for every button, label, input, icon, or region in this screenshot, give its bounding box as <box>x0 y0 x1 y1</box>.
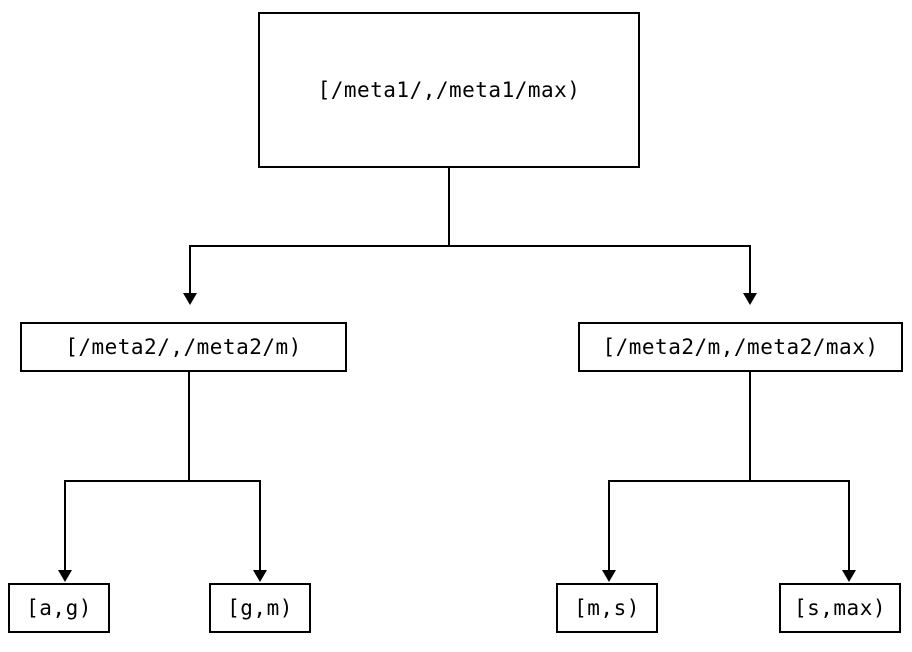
arrowhead-mid-left-to-leaf-1 <box>58 570 72 582</box>
edge-mid-right-to-leaf-3 <box>608 480 610 570</box>
edge-root-to-mid-right <box>749 245 751 293</box>
edge-root-stem <box>448 168 450 246</box>
edge-mid-right-crossbar <box>608 480 850 482</box>
node-mid-left-label: [/meta2/,/meta2/m) <box>65 335 302 359</box>
edge-root-crossbar <box>190 245 750 247</box>
node-leaf-s-max[interactable]: [s,max) <box>779 583 901 633</box>
node-leaf-1-label: [a,g) <box>26 596 92 620</box>
arrowhead-mid-right-to-leaf-3 <box>602 570 616 582</box>
arrowhead-mid-right-to-leaf-4 <box>842 570 856 582</box>
node-leaf-3-label: [m,s) <box>574 596 640 620</box>
node-leaf-4-label: [s,max) <box>793 596 886 620</box>
node-mid-left-meta2-lower-range[interactable]: [/meta2/,/meta2/m) <box>20 322 347 372</box>
arrowhead-root-to-mid-right <box>743 293 757 305</box>
edge-mid-right-stem <box>749 372 751 481</box>
node-leaf-a-g[interactable]: [a,g) <box>8 583 110 633</box>
node-root-label: [/meta1/,/meta1/max) <box>317 78 581 102</box>
arrowhead-root-to-mid-left <box>183 293 197 305</box>
node-leaf-g-m[interactable]: [g,m) <box>209 583 311 633</box>
node-mid-right-meta2-upper-range[interactable]: [/meta2/m,/meta2/max) <box>578 322 903 372</box>
edge-root-to-mid-left <box>189 245 191 293</box>
node-leaf-2-label: [g,m) <box>227 596 293 620</box>
edge-mid-left-stem <box>188 372 190 481</box>
edge-mid-right-to-leaf-4 <box>848 480 850 570</box>
edge-mid-left-crossbar <box>64 480 260 482</box>
edge-mid-left-to-leaf-1 <box>64 480 66 570</box>
node-leaf-m-s[interactable]: [m,s) <box>556 583 658 633</box>
node-mid-right-label: [/meta2/m,/meta2/max) <box>602 335 879 359</box>
node-root-meta1-range[interactable]: [/meta1/,/meta1/max) <box>258 12 640 168</box>
edge-mid-left-to-leaf-2 <box>259 480 261 570</box>
arrowhead-mid-left-to-leaf-2 <box>253 570 267 582</box>
